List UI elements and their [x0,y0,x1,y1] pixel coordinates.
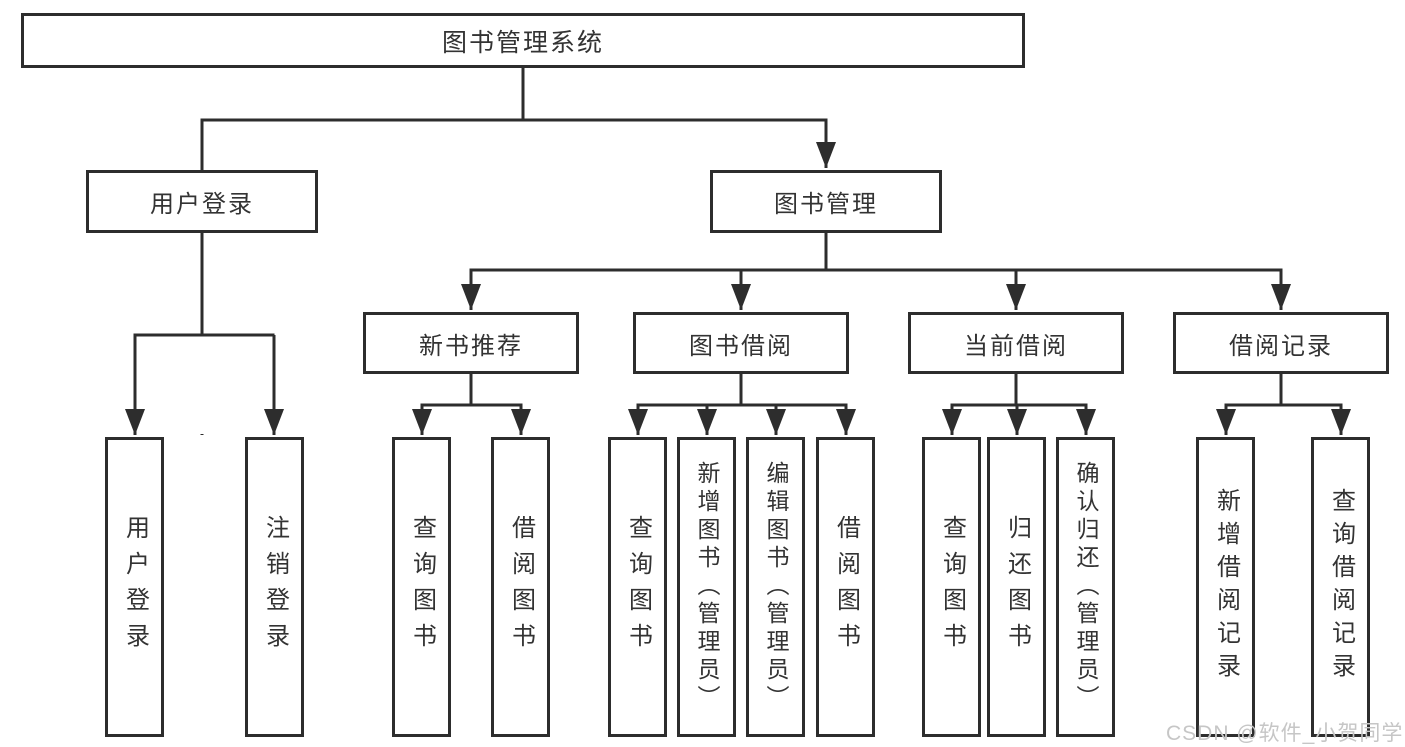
elbow-book-management [469,232,1283,272]
leaf-confirm-return-admin: 确认归还（管理员） [1056,437,1115,737]
leaf-borrow-books-2-label: 借阅图书 [832,515,860,659]
leaf-query-books-1: 查询图书 [392,437,451,737]
elbow-book-borrow [636,374,848,407]
node-borrow-records: 借阅记录 [1173,312,1389,374]
leaf-return-book: 归还图书 [987,437,1046,737]
leaf-query-books-2: 查询图书 [608,437,667,737]
leaf-add-borrow-record-label: 新增借阅记录 [1212,488,1240,686]
leaf-user-login-label: 用户登录 [121,515,149,659]
elbow-current-borrow [950,374,1088,407]
leaf-query-books-3: 查询图书 [922,437,981,737]
elbow-user-login [133,233,275,337]
leaf-add-book-admin: 新增图书（管理员） [677,437,736,737]
node-root: 图书管理系统 [21,13,1025,68]
leaf-query-borrow-record-label: 查询借阅记录 [1327,488,1355,686]
leaf-borrow-books-1-label: 借阅图书 [507,515,535,659]
leaf-edit-book-admin-label: 编辑图书（管理员） [763,461,789,713]
leaf-add-borrow-record: 新增借阅记录 [1196,437,1255,737]
node-current-borrow: 当前借阅 [908,312,1124,374]
node-book-management: 图书管理 [710,170,942,233]
leaf-add-book-admin-label: 新增图书（管理员） [694,461,720,713]
node-book-borrow: 图书借阅 [633,312,849,374]
leaf-borrow-books-2: 借阅图书 [816,437,875,737]
elbow-new-book [420,374,523,407]
leaf-logout-label: 注销登录 [261,515,289,659]
leaf-query-borrow-record: 查询借阅记录 [1311,437,1370,737]
leaf-user-login: 用户登录 [105,437,164,737]
elbow-root [200,68,828,122]
csdn-watermark: CSDN @软件_小贺同学 [1166,722,1404,745]
leaf-query-books-1-label: 查询图书 [408,515,436,659]
leaf-confirm-return-admin-label: 确认归还（管理员） [1073,461,1099,713]
leaf-query-books-3-label: 查询图书 [938,515,966,659]
leaf-return-book-label: 归还图书 [1003,515,1031,659]
node-new-book-recommend: 新书推荐 [363,312,579,374]
elbow-borrow-records [1224,374,1343,407]
leaf-logout: 注销登录 [245,437,304,737]
node-user-login: 用户登录 [86,170,318,233]
leaf-query-books-2-label: 查询图书 [624,515,652,659]
leaf-borrow-books-1: 借阅图书 [491,437,550,737]
leaf-edit-book-admin: 编辑图书（管理员） [746,437,805,737]
